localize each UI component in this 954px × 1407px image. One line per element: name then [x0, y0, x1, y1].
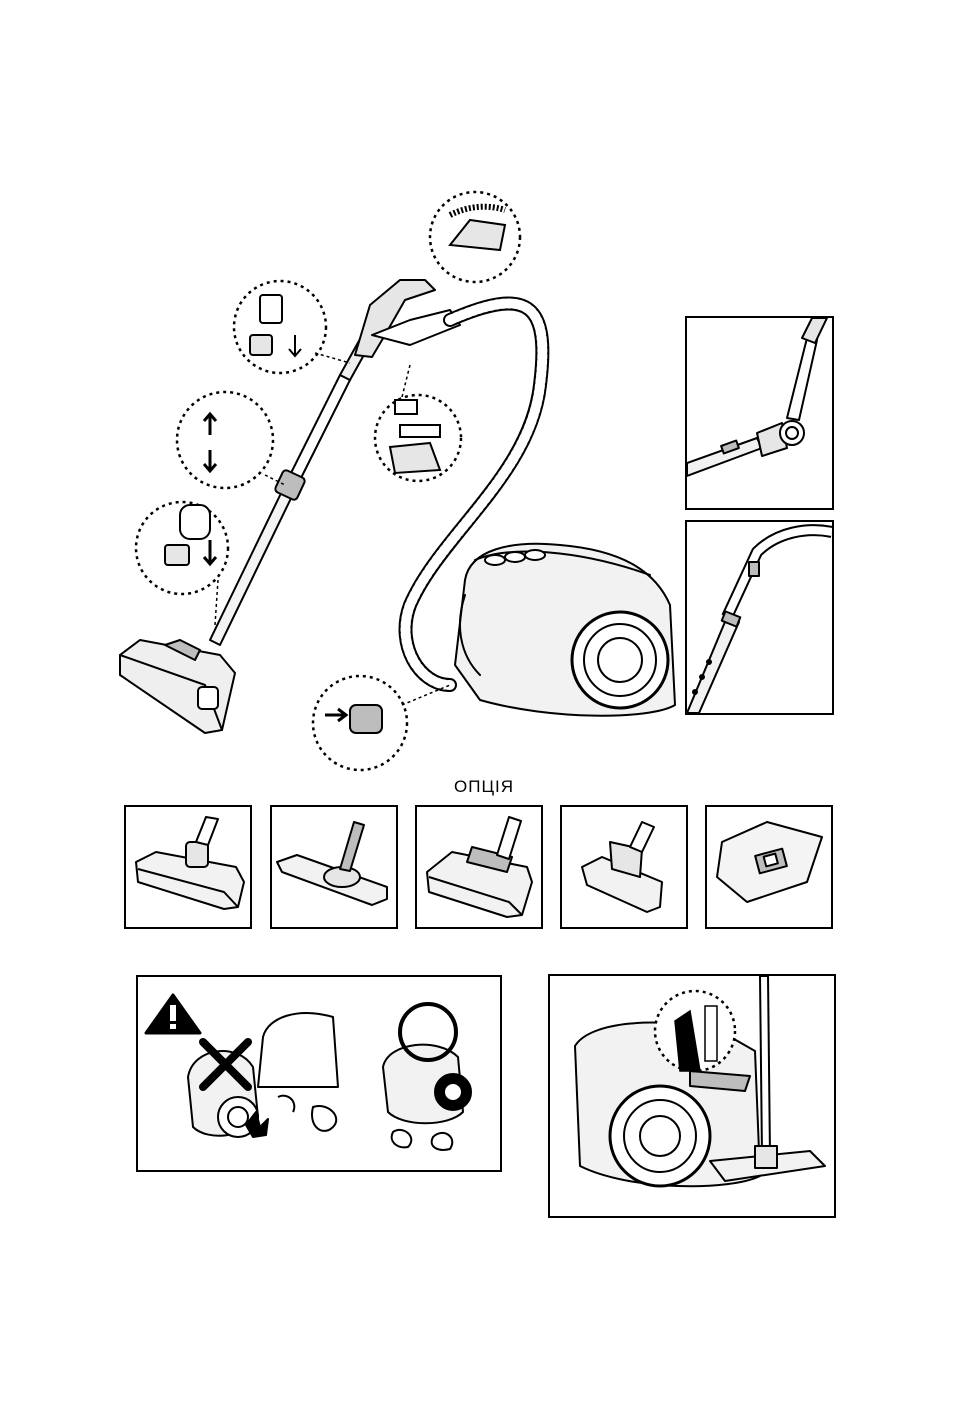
accessory-dust-bag	[705, 805, 833, 929]
accessory-turbo-brush	[560, 805, 688, 929]
option-label: ОПЦІЯ	[454, 777, 514, 797]
warning-triangle-icon	[146, 995, 200, 1033]
storage-panel	[548, 974, 836, 1218]
accessory-parquet-brush	[270, 805, 398, 929]
inset-tube-parking	[685, 316, 834, 510]
assembly-illustration	[110, 185, 680, 775]
accessory-combination-floor-brush	[124, 805, 252, 929]
vacuum-body	[455, 544, 675, 716]
warning-panel	[136, 975, 502, 1172]
detail-circle-tube-adjust	[177, 392, 273, 488]
floor-nozzle	[120, 640, 235, 733]
inset-tube-length	[685, 520, 834, 715]
accessory-floor-brush	[415, 805, 543, 929]
